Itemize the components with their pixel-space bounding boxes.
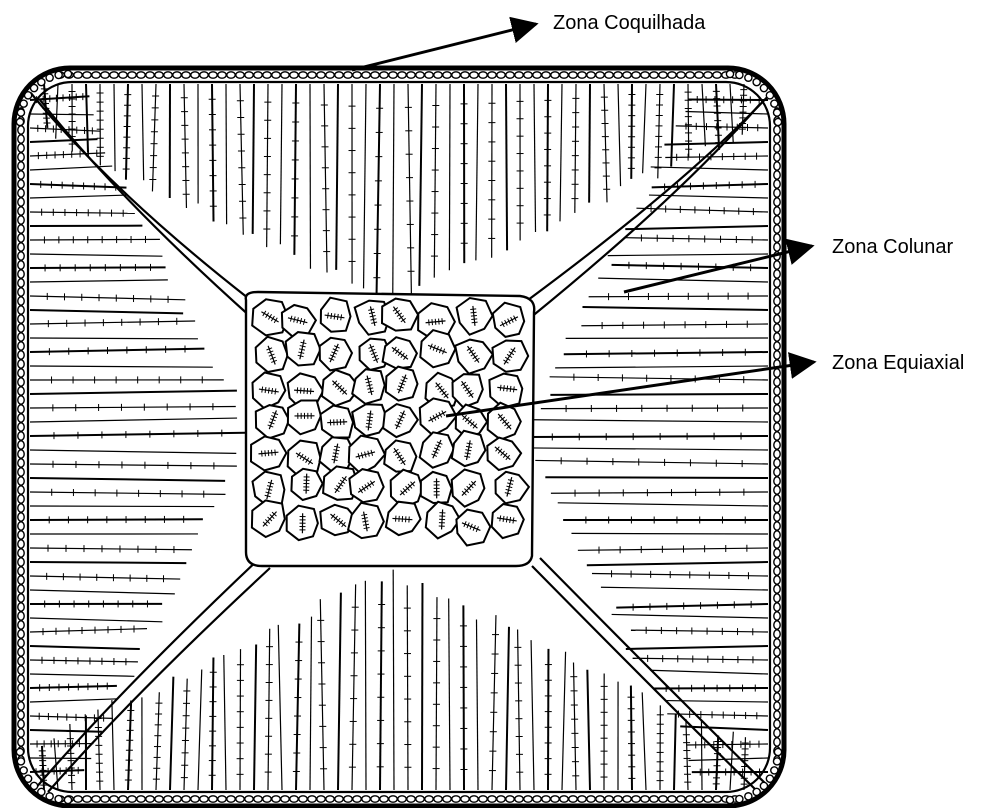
columnar-zone-label: Zona Colunar [832,236,953,259]
equiaxed-zone-label: Zona Equiaxial [832,352,964,375]
equiaxed-grains [246,292,534,566]
chill-zone-label: Zona Coquilhada [553,12,705,35]
chill-zone-arrow [352,24,536,70]
